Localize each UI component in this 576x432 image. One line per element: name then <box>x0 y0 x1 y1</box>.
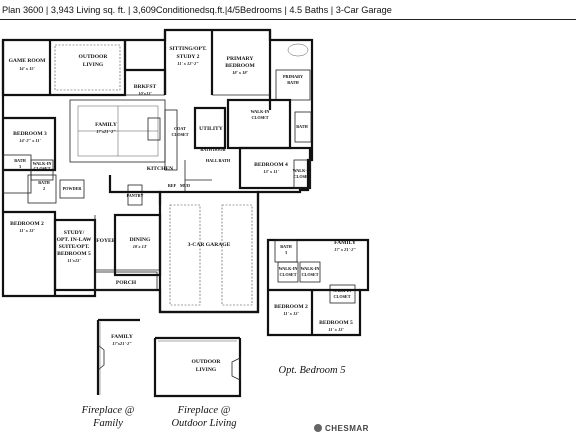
walkin-closet-main-label: WALK-IN <box>251 109 270 114</box>
study-label: STUDY/ <box>64 230 85 236</box>
bedroom3-label: BEDROOM 3 <box>13 131 47 137</box>
bath2-label: BATH <box>38 180 50 185</box>
opt-walkin-c-label-2: CLOSET <box>334 294 351 299</box>
opt-family-label: FAMILY <box>334 240 356 246</box>
utility-label: UTILITY <box>199 126 223 132</box>
brkfst-label: BRKFST <box>134 84 157 90</box>
fireplace-family-caption-2: Family <box>92 418 123 429</box>
primary-bedroom-label: PRIMARY <box>227 56 254 62</box>
fireplace-outdoor-caption-2: Outdoor Living <box>171 418 236 429</box>
sitting-study-dim: 11' x 12'-2" <box>177 61 199 66</box>
plan-summary-header: Plan 3600 | 3,943 Living sq. ft. | 3,609… <box>0 0 576 20</box>
bath4-label: BATH <box>296 124 308 129</box>
kitchen-label: KITCHEN <box>147 166 173 172</box>
walkin-b4-label-2: CLOSET <box>294 174 311 179</box>
floor-plan-drawing: GAME ROOM 14' x 15' OUTDOOR LIVING SITTI… <box>1 28 370 432</box>
opt-walkin-b-label: WALK-IN <box>301 266 320 271</box>
walkin-b3-label-2: CLOSET <box>34 166 51 171</box>
sitting-study-label-2: STUDY 2 <box>177 54 200 60</box>
primary-bedroom-label-2: BEDROOM <box>225 63 255 69</box>
walkin-b4-label: WALK-IN <box>293 168 312 173</box>
opt-bath3-label: BATH <box>280 244 292 249</box>
bedroom4-dim: 13' x 11' <box>263 169 279 174</box>
sitting-study-label: SITTING/OPT. <box>169 46 207 52</box>
dining-label: DINING <box>130 237 151 243</box>
opt-walkin-c-label: WALK-IN <box>333 288 352 293</box>
logo-text: CHESMAR <box>325 424 369 432</box>
family-dim: 17'x21'-2" <box>96 129 116 134</box>
walkin-closet-main-label-2: CLOSET <box>252 115 269 120</box>
bath3-label-2: 3 <box>19 164 21 169</box>
bath3-label: BATH <box>14 158 26 163</box>
coat-closet-label: COAT <box>174 126 186 131</box>
opt-bedroom5-plan <box>266 238 370 337</box>
opt-bedroom2-dim: 11' x 13' <box>283 311 299 316</box>
opt-walkin-b-label-2: CLOSET <box>302 272 319 277</box>
family-label: FAMILY <box>95 122 117 128</box>
study-label-2: OPT. IN-LAW <box>57 237 92 243</box>
fireplace-outdoor-caption-1: Fireplace @ <box>177 405 231 416</box>
bedroom4-label: BEDROOM 4 <box>254 162 288 168</box>
fireplace-family-caption-1: Fireplace @ <box>81 405 135 416</box>
powder-label: POWDER <box>63 186 83 191</box>
opt-family-dim: 17' x 21'-2" <box>334 247 356 252</box>
brkfst-dim: 10'x13' <box>138 91 152 96</box>
foyer-label: FOYER <box>96 238 117 244</box>
outdoor-living-label-2: LIVING <box>83 62 104 68</box>
walkin-b3-label: WALK-IN <box>33 161 52 166</box>
opt-ref-label: REF <box>168 183 177 188</box>
bedroom2-dim: 11' x 13' <box>19 228 35 233</box>
bedroom3-dim: 14'-2" x 11' <box>19 138 41 143</box>
garage-label: 3-CAR GARAGE <box>188 242 231 248</box>
bath2-label-2: 2 <box>43 186 45 191</box>
study-label-4: BEDROOM 5 <box>57 251 91 257</box>
opt-bedroom5-dim: 11' x 13' <box>328 327 344 332</box>
fireplace-outdoor-room-label: OUTDOOR <box>192 359 222 365</box>
opt-bedroom2-label: BEDROOM 2 <box>274 304 308 310</box>
fireplace-family-room-dim: 17'x21'-2" <box>112 341 132 346</box>
opt-bath3-label-2: 3 <box>285 250 287 255</box>
game-room-label: GAME ROOM <box>9 58 47 64</box>
study-label-3: SUITE/OPT. <box>59 244 90 250</box>
hall-bath-label: HALL BATH <box>206 158 231 163</box>
dining-dim: 10'x 13' <box>133 244 148 249</box>
opt-walkin-a-label-2: CLOSET <box>280 272 297 277</box>
primary-bath-label: PRIMARY <box>283 74 303 79</box>
opt-bedroom5-caption: Opt. Bedroom 5 <box>279 365 346 376</box>
porch-label: PORCH <box>116 280 137 286</box>
opt-walkin-a-label: WALK-IN <box>279 266 298 271</box>
primary-bedroom-dim: 18' x 18' <box>232 70 248 75</box>
opt-bedroom5-label: BEDROOM 5 <box>319 320 353 326</box>
fireplace-outdoor-room-label-2: LIVING <box>196 367 217 373</box>
fireplace-family-room-label: FAMILY <box>111 334 133 340</box>
coat-closet-label-2: CLOSET <box>172 132 189 137</box>
bath-door-label: BATH DOOR <box>200 147 226 152</box>
fireplace-family-plan <box>96 318 140 395</box>
main-floor-plan <box>1 28 314 314</box>
outdoor-living-label: OUTDOOR <box>79 54 109 60</box>
opt-mud-label: MUD <box>180 183 190 188</box>
study-dim: 11'x13' <box>67 258 81 263</box>
game-room-dim: 14' x 15' <box>19 66 35 71</box>
primary-bath-label-2: BATH <box>287 80 299 85</box>
chesmar-logo: CHESMAR <box>314 424 369 432</box>
bedroom2-label: BEDROOM 2 <box>10 221 44 227</box>
fireplace-outdoor-plan <box>153 336 242 398</box>
pantry-label: PANTRY <box>127 193 144 198</box>
